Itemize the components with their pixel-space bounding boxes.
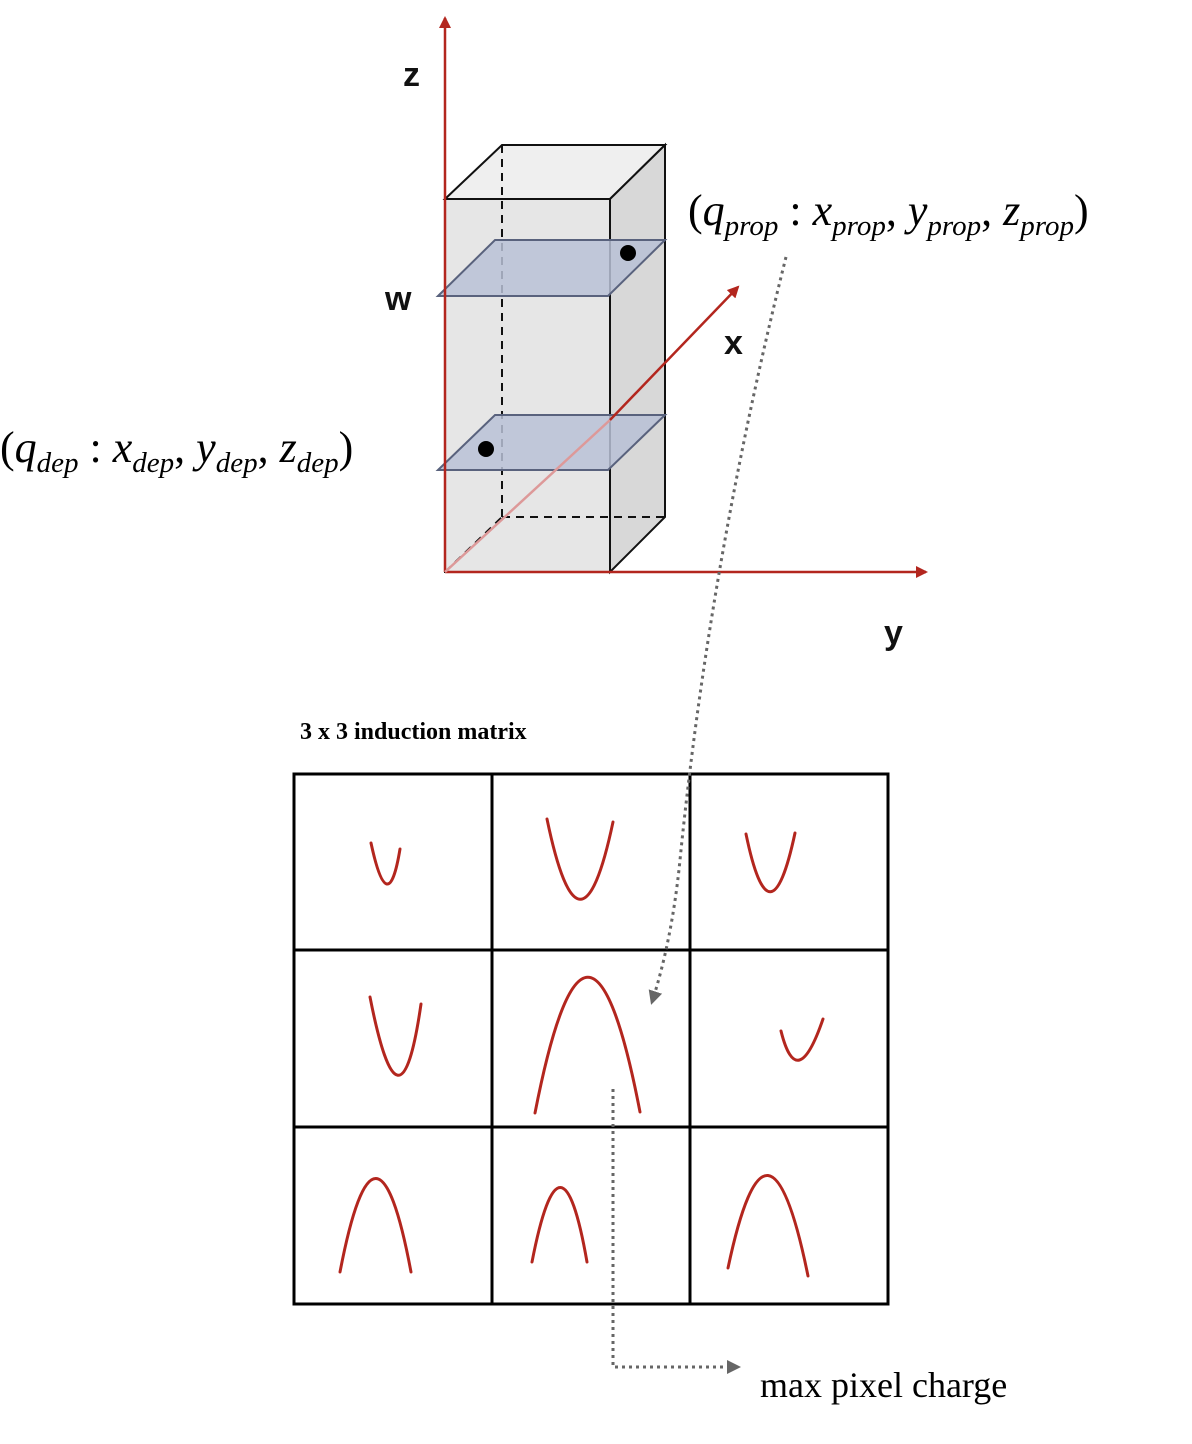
x-symbol: x <box>112 423 133 472</box>
q-symbol: q <box>703 186 725 235</box>
pulse-r1c0 <box>368 995 423 1077</box>
pulse-r1c1 <box>533 976 642 1115</box>
pulse-r0c0 <box>369 841 402 886</box>
x-symbol: x <box>812 186 833 235</box>
y-subscript: prop <box>925 210 981 242</box>
z-symbol: z <box>279 423 297 472</box>
matrix-border <box>292 772 890 1306</box>
x-axis-hidden <box>444 419 611 573</box>
induction-matrix <box>292 772 890 1306</box>
w-label: w <box>384 280 412 318</box>
induced-signals <box>338 817 825 1278</box>
propagated-charge-point <box>620 245 636 261</box>
q-subscript: prop <box>723 210 779 242</box>
max-charge-arrow <box>611 1089 741 1374</box>
box-side-face <box>609 142 666 575</box>
q-subscript: dep <box>37 447 79 479</box>
x-subscript: prop <box>830 210 886 242</box>
x-subscript: dep <box>132 447 174 479</box>
coordinate-axes <box>439 16 928 578</box>
z-axis-label: z <box>403 56 420 94</box>
pulse-r1c2 <box>779 1017 825 1062</box>
y-symbol: y <box>904 186 928 235</box>
q-symbol: q <box>15 423 37 472</box>
z-symbol: z <box>1002 186 1020 235</box>
z-subscript: dep <box>297 447 339 479</box>
z-subscript: prop <box>1018 210 1074 242</box>
pulse-r2c2 <box>726 1174 810 1278</box>
induction-matrix-title: 3 x 3 induction matrix <box>300 719 527 745</box>
propagated-point-label: (qprop : xprop, yprop, zprop) <box>688 186 1089 242</box>
x-axis <box>609 285 740 421</box>
y-axis-label: y <box>884 614 903 652</box>
pixel-volume-box <box>442 142 668 575</box>
y-subscript: dep <box>216 447 258 479</box>
pulse-r2c0 <box>338 1177 413 1274</box>
pulse-r0c1 <box>545 817 615 901</box>
lower-plane <box>435 414 668 471</box>
x-axis-label: x <box>724 324 743 362</box>
pulse-r2c1 <box>530 1186 589 1264</box>
pulse-r0c2 <box>744 831 797 894</box>
deposited-charge-point <box>478 441 494 457</box>
y-symbol: y <box>192 423 216 472</box>
deposited-point-label: (qdep : xdep, ydep, zdep) <box>0 423 353 479</box>
upper-plane <box>435 239 668 297</box>
max-pixel-charge-label: max pixel charge <box>760 1365 1007 1405</box>
propagation-arrow <box>648 256 788 1005</box>
